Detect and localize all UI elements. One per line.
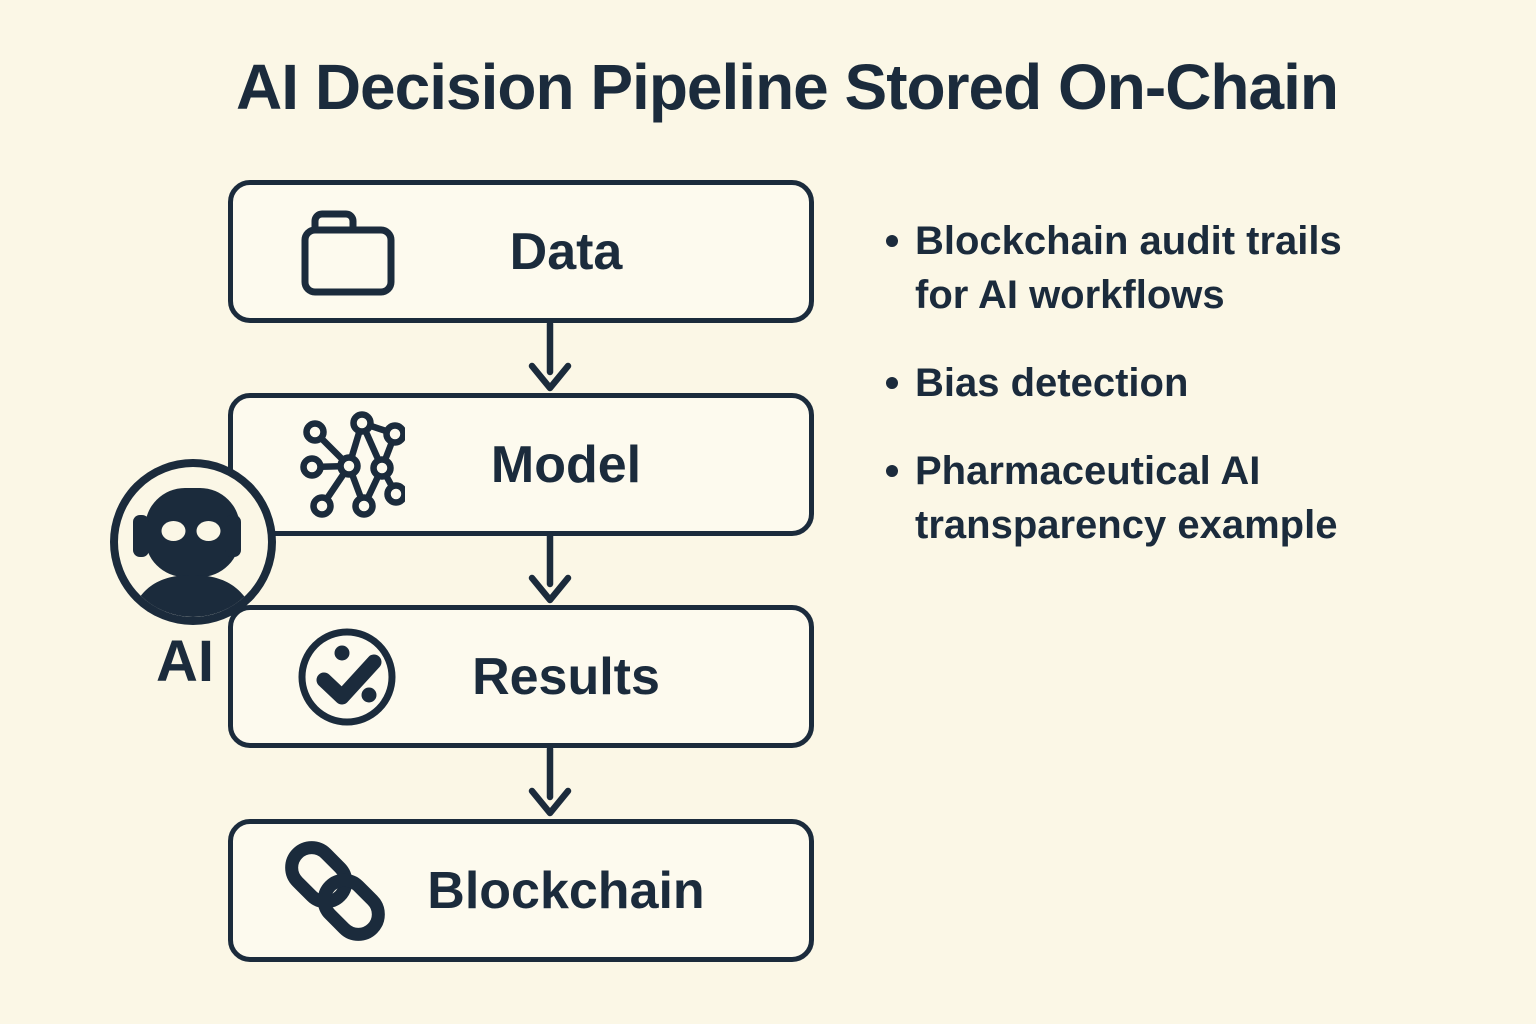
note-text: Blockchain audit trails for AI workflows <box>915 219 1342 317</box>
arrow-down-icon <box>528 534 572 604</box>
check-circle-icon <box>293 623 401 731</box>
notes-list: Blockchain audit trails for AI workflows… <box>886 214 1396 586</box>
arrow-down-icon <box>528 747 572 817</box>
bullet-icon <box>886 235 898 247</box>
note-item: Blockchain audit trails for AI workflows <box>886 214 1396 322</box>
note-text: Pharmaceutical AI transparency example <box>915 449 1338 547</box>
step-label: Blockchain <box>427 861 705 920</box>
neural-network-icon <box>291 410 408 520</box>
folder-icon <box>295 205 401 299</box>
pipeline-step-results: Results <box>228 605 814 748</box>
chain-link-icon <box>280 836 390 946</box>
step-label: Model <box>490 435 642 494</box>
pipeline-step-data: Data <box>228 180 814 323</box>
robot-icon <box>110 459 276 625</box>
bullet-icon <box>886 377 898 389</box>
note-item: Pharmaceutical AI transparency example <box>886 444 1396 552</box>
bullet-icon <box>886 465 898 477</box>
ai-badge-label: AI <box>156 629 214 694</box>
page-title: AI Decision Pipeline Stored On-Chain <box>236 51 1339 123</box>
step-label: Results <box>472 647 660 706</box>
note-item: Bias detection <box>886 356 1396 410</box>
arrow-down-icon <box>528 322 572 392</box>
note-text: Bias detection <box>915 361 1189 405</box>
pipeline-step-blockchain: Blockchain <box>228 819 814 962</box>
pipeline-step-model: Model <box>228 393 814 536</box>
step-label: Data <box>509 222 623 281</box>
